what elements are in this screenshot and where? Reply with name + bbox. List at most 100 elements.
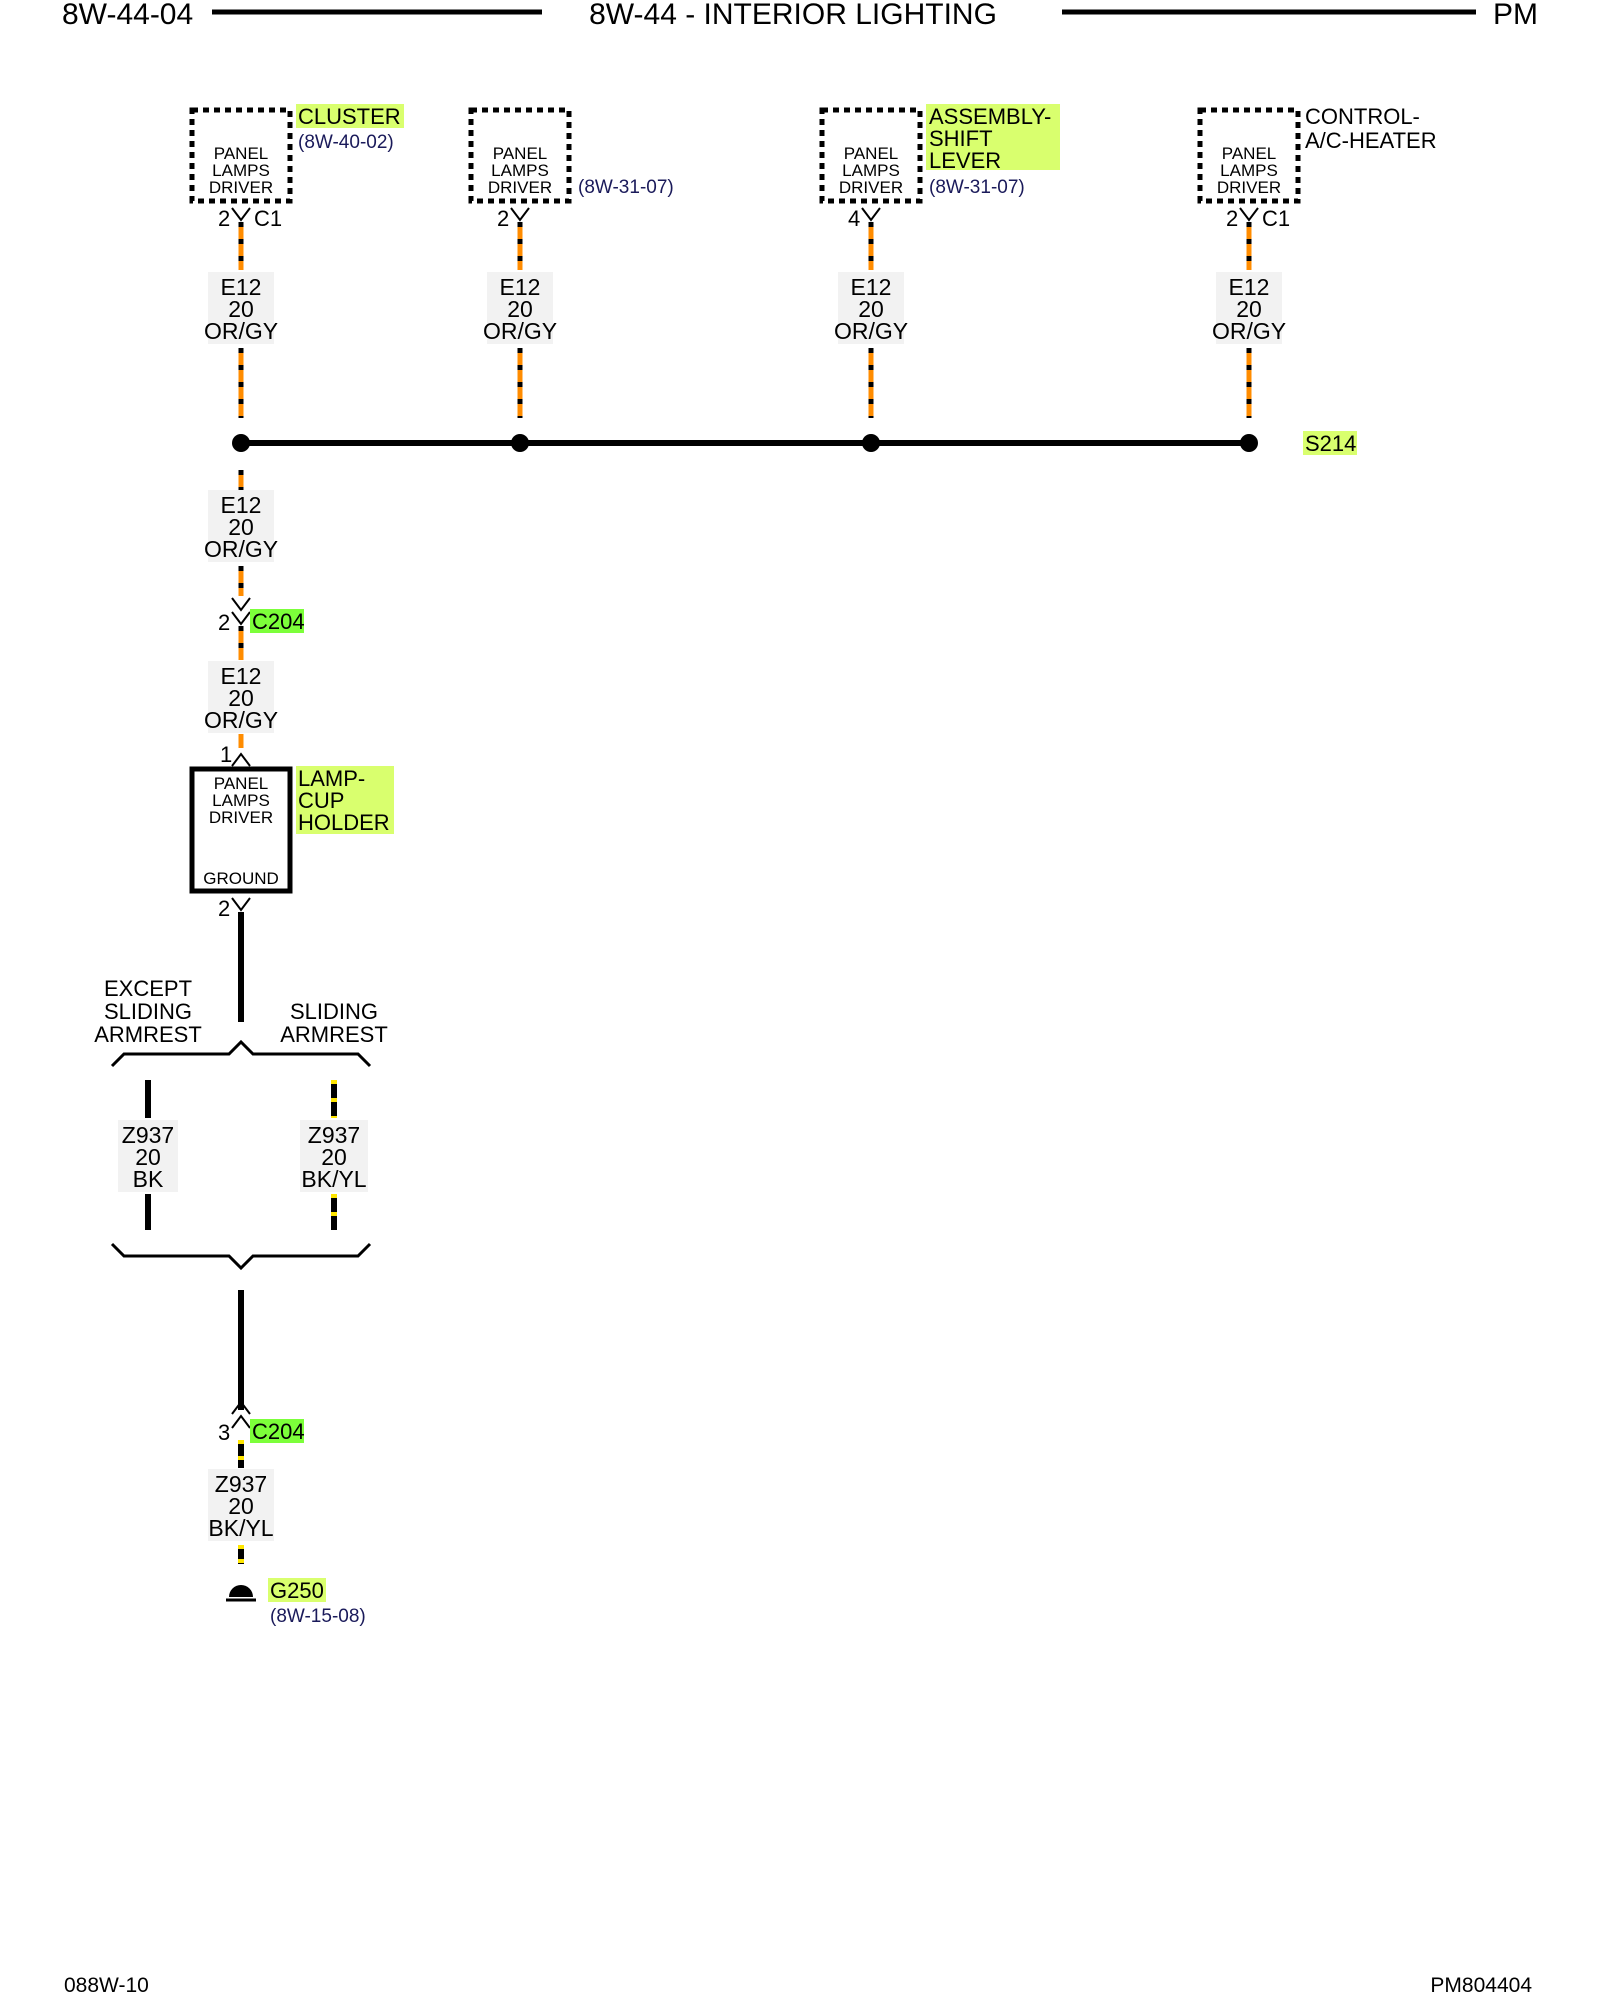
wire-label-bg bbox=[1216, 272, 1282, 344]
module-name-line: CONTROL- bbox=[1305, 104, 1420, 129]
connector-symbol bbox=[510, 207, 530, 222]
option-label-line: ARMREST bbox=[280, 1022, 388, 1047]
splice-node bbox=[511, 434, 529, 452]
module-box bbox=[468, 107, 572, 204]
wire-color: OR/GY bbox=[483, 318, 557, 344]
label-highlight bbox=[268, 1578, 326, 1602]
wire-color: BK/YL bbox=[208, 1515, 273, 1541]
box-line: DRIVER bbox=[488, 178, 552, 197]
wire-gauge: 20 bbox=[321, 1144, 347, 1170]
module-ac-heater: PANEL LAMPS DRIVER CONTROL- A/C-HEATER 2… bbox=[1197, 104, 1437, 418]
box-line: PANEL bbox=[214, 774, 269, 793]
ground-g250: Z937 20 BK/YL G250 (8W-15-08) bbox=[208, 1440, 366, 1627]
connector-id: C204 bbox=[252, 1419, 305, 1444]
label-highlight bbox=[296, 104, 404, 128]
wire-circuit: Z937 bbox=[308, 1122, 360, 1148]
connector-symbol bbox=[1239, 207, 1259, 222]
wire-circuit: Z937 bbox=[215, 1471, 267, 1497]
label-highlight bbox=[250, 609, 304, 633]
splice-node bbox=[1240, 434, 1258, 452]
module-box bbox=[819, 107, 923, 204]
pin-number: 2 bbox=[218, 206, 230, 231]
label-highlight bbox=[250, 1419, 304, 1443]
pin-number: 2 bbox=[497, 206, 509, 231]
option-brace-bottom bbox=[110, 1242, 372, 1271]
splice-node bbox=[232, 434, 250, 452]
box-line: LAMPS bbox=[842, 161, 900, 180]
footer-right: PM804404 bbox=[1430, 1974, 1532, 1997]
ground-name: G250 bbox=[270, 1578, 324, 1603]
feed-wire-1: E12 20 OR/GY bbox=[204, 470, 278, 596]
module-name-line: A/C-HEATER bbox=[1305, 128, 1437, 153]
pin-number: 2 bbox=[1226, 206, 1238, 231]
module-name-line: ASSEMBLY- bbox=[929, 104, 1051, 129]
connector-symbol bbox=[231, 1414, 251, 1429]
wire-circuit: E12 bbox=[851, 274, 892, 300]
box-line: DRIVER bbox=[1217, 178, 1281, 197]
connector-symbol bbox=[231, 597, 251, 612]
wire-gauge: 20 bbox=[228, 296, 254, 322]
module-ref: (8W-31-07) bbox=[578, 177, 674, 198]
pin-number: 1 bbox=[220, 742, 232, 767]
wire-gauge: 20 bbox=[858, 296, 884, 322]
splice-label: S214 bbox=[1305, 431, 1356, 456]
wire-label-bg bbox=[208, 1469, 274, 1541]
pin-number: 2 bbox=[218, 896, 230, 921]
box-line: PANEL bbox=[214, 144, 269, 163]
connector-id: C1 bbox=[1262, 206, 1290, 231]
label-highlight bbox=[1303, 431, 1357, 455]
wire-label-bg bbox=[838, 272, 904, 344]
box-line: DRIVER bbox=[209, 808, 273, 827]
lamp-name-line: CUP bbox=[298, 788, 344, 813]
box-line: LAMPS bbox=[1220, 161, 1278, 180]
wire-label-bg bbox=[118, 1120, 178, 1192]
pin-number: 2 bbox=[218, 610, 230, 635]
wire-gauge: 20 bbox=[1236, 296, 1262, 322]
wire-color: OR/GY bbox=[204, 707, 278, 733]
header-title: 8W-44 - INTERIOR LIGHTING bbox=[589, 0, 997, 31]
page-header: 8W-44-04 8W-44 - INTERIOR LIGHTING PM bbox=[62, 0, 1538, 31]
box-line: LAMPS bbox=[491, 161, 549, 180]
box-line: DRIVER bbox=[839, 178, 903, 197]
connector-symbol bbox=[861, 207, 881, 222]
connector-symbol bbox=[231, 207, 251, 222]
wire-gauge: 20 bbox=[228, 1493, 254, 1519]
module-cluster: PANEL LAMPS DRIVER CLUSTER (8W-40-02) 2 … bbox=[189, 104, 404, 418]
wire-color: BK bbox=[133, 1166, 164, 1192]
wire-color: OR/GY bbox=[1212, 318, 1286, 344]
box-line: LAMPS bbox=[212, 161, 270, 180]
module-name: CLUSTER bbox=[298, 104, 401, 129]
box-line: DRIVER bbox=[209, 178, 273, 197]
wire-gauge: 20 bbox=[228, 685, 254, 711]
option-label-line: SLIDING bbox=[290, 999, 378, 1024]
connector-id: C1 bbox=[254, 206, 282, 231]
connector-c204-bottom: 3 C204 bbox=[218, 1400, 305, 1445]
feed-wire-2: E12 20 OR/GY bbox=[204, 626, 278, 748]
wire-gauge: 20 bbox=[135, 1144, 161, 1170]
connector-symbol bbox=[231, 897, 251, 912]
header-model-code: PM bbox=[1493, 0, 1538, 31]
label-highlight bbox=[926, 104, 1060, 170]
splice-node bbox=[862, 434, 880, 452]
options-split: EXCEPT SLIDING ARMREST SLIDING ARMREST Z… bbox=[94, 976, 388, 1410]
connector-symbol bbox=[231, 752, 251, 767]
ground-ref: (8W-15-08) bbox=[270, 1606, 366, 1627]
connector-c204-top: 2 C204 bbox=[218, 597, 305, 635]
wire-circuit: E12 bbox=[221, 663, 262, 689]
module-name-line: SHIFT bbox=[929, 126, 993, 151]
wire-label-bg bbox=[208, 661, 274, 733]
module-box bbox=[189, 107, 293, 204]
wire-label-bg bbox=[208, 490, 274, 562]
connector-symbol bbox=[231, 611, 251, 626]
wire-color: OR/GY bbox=[204, 318, 278, 344]
ground-label: GROUND bbox=[203, 869, 279, 888]
option-label-line: EXCEPT bbox=[104, 976, 192, 1001]
wire-label-bg bbox=[300, 1120, 368, 1192]
ground-icon bbox=[229, 1585, 253, 1597]
module-name-line: LEVER bbox=[929, 148, 1001, 173]
wire-circuit: E12 bbox=[1229, 274, 1270, 300]
footer-left: 088W-10 bbox=[64, 1974, 149, 1997]
wire-color: OR/GY bbox=[834, 318, 908, 344]
option-brace-top bbox=[110, 1039, 372, 1068]
lamp-box bbox=[189, 766, 293, 894]
